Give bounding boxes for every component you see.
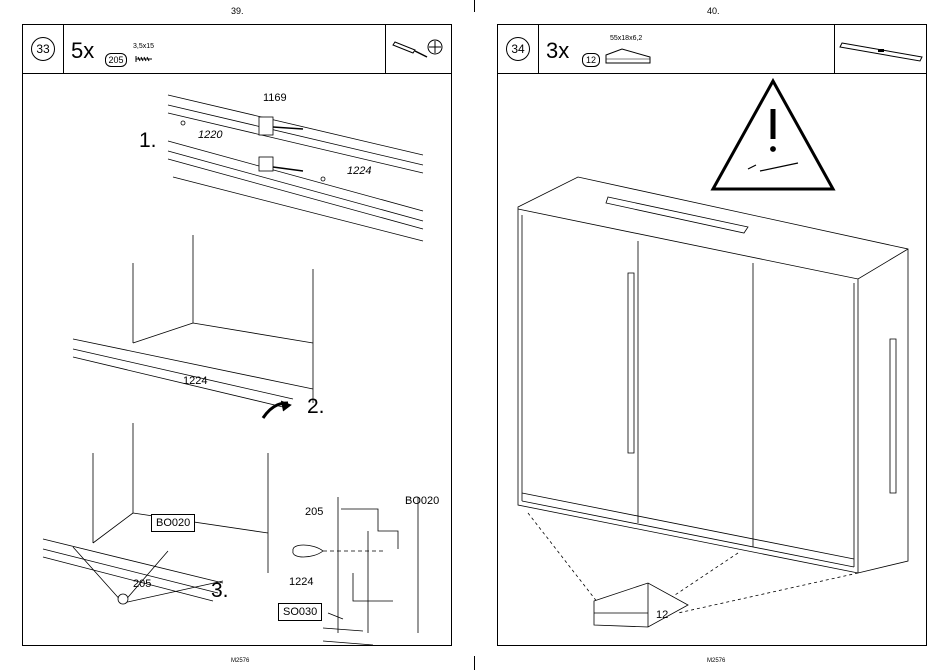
right-instruction-panel: 34 3x 12 55x18x6,2 — [497, 24, 927, 646]
label-1224-middle: 1224 — [183, 375, 207, 387]
wedge-icon — [604, 45, 654, 67]
label-bo020-box: BO020 — [151, 514, 195, 532]
crop-mark-bottom — [474, 656, 475, 670]
page-number-left: 39. — [231, 6, 244, 16]
part-number-badge-right: 12 — [582, 53, 600, 67]
footer-code-right: M2576 — [707, 658, 725, 664]
footer-code-left: M2576 — [231, 658, 249, 664]
label-so030: SO030 — [278, 603, 322, 621]
right-panel-header: 34 3x 12 55x18x6,2 — [498, 25, 926, 74]
left-instruction-panel: 33 5x 205 3,5x15 — [22, 24, 452, 646]
label-205-detail: 205 — [305, 506, 323, 518]
part-quantity-right: 3x — [546, 39, 569, 63]
part-quantity: 5x — [71, 39, 94, 63]
page-number-right: 40. — [707, 6, 720, 16]
header-divider-tool-right — [834, 25, 835, 73]
label-screw-205: 205 — [133, 578, 151, 590]
cabinet-illustration — [498, 73, 928, 647]
label-1224-detail: 1224 — [289, 576, 313, 588]
part-number-badge: 205 — [105, 53, 127, 67]
sub-step-1: 1. — [139, 129, 157, 153]
step-number-badge: 33 — [31, 37, 55, 61]
part-spec: 3,5x15 — [133, 43, 154, 50]
step-number-badge-right: 34 — [506, 37, 530, 61]
label-wedge-12: 12 — [656, 609, 668, 621]
label-1169: 1169 — [263, 92, 287, 104]
left-panel-header: 33 5x 205 3,5x15 — [23, 25, 451, 74]
screw-icon — [135, 54, 155, 64]
crop-mark-top — [474, 0, 475, 12]
header-divider-tool — [385, 25, 386, 73]
label-1224-rail: 1224 — [347, 165, 371, 177]
label-bo020-detail: BO020 — [405, 495, 439, 507]
header-divider-right — [538, 25, 539, 73]
spirit-level-icon — [838, 35, 928, 65]
label-1220: 1220 — [198, 129, 222, 141]
header-divider — [63, 25, 64, 73]
screwdriver-icon — [389, 29, 449, 69]
sub-step-2: 2. — [307, 395, 325, 419]
rail-illustration — [23, 73, 453, 647]
part-spec-right: 55x18x6,2 — [610, 35, 642, 42]
sub-step-3: 3. — [211, 579, 229, 603]
